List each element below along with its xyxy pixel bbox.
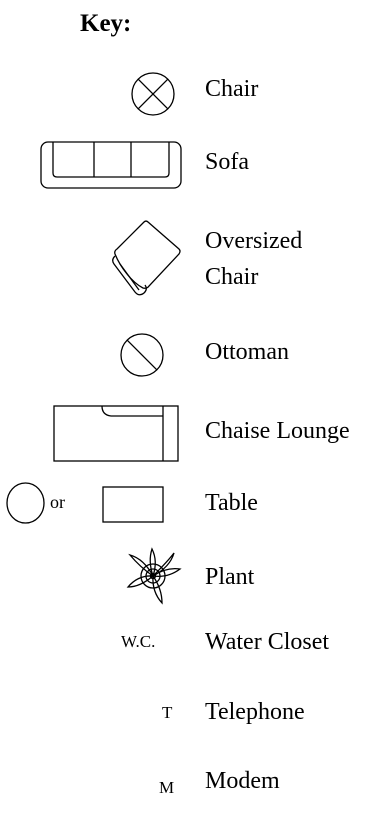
ottoman-label: Ottoman [205, 339, 289, 365]
table-label: Table [205, 490, 258, 516]
table-rect-icon [102, 486, 164, 523]
modem-symbol: M [159, 778, 175, 797]
chair-label: Chair [205, 76, 259, 102]
modem-label: Modem [205, 768, 280, 794]
chair-icon [131, 72, 175, 116]
sofa-label: Sofa [205, 149, 249, 175]
water-closet-label: Water Closet [205, 629, 330, 655]
oversized-chair-label-line1: Oversized [205, 228, 303, 254]
water-closet-symbol: W.C. [121, 632, 156, 651]
telephone-label: Telephone [205, 699, 305, 725]
plant-label: Plant [205, 564, 255, 590]
table-round-icon [6, 482, 45, 524]
oversized-chair-icon [112, 220, 181, 296]
telephone-symbol: T [162, 703, 173, 722]
chaise-lounge-icon [53, 405, 179, 462]
oversized-chair-label-line2: Chair [205, 264, 259, 290]
sofa-icon [40, 141, 182, 189]
chaise-lounge-label: Chaise Lounge [205, 418, 350, 444]
table-or-text: or [50, 492, 65, 512]
key-title: Key: [80, 10, 132, 37]
ottoman-icon [120, 333, 164, 377]
plant-icon [126, 547, 182, 605]
